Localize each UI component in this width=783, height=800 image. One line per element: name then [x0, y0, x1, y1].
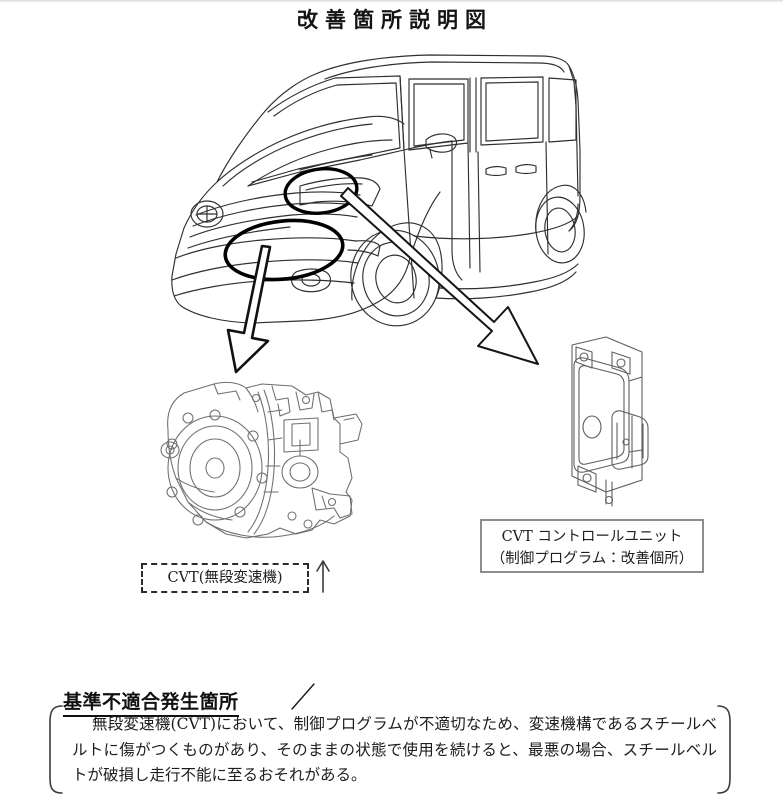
defect-description-block: 無段変速機(CVT)において、制御プログラムが不適切なため、変速機構であるスチー… [44, 710, 744, 794]
arrow-cvt-label-pointer [316, 560, 330, 593]
arrow-to-control-unit [340, 187, 539, 365]
arrow-to-cvt [226, 244, 272, 374]
defect-description-text: 無段変速機(CVT)において、制御プログラムが不適切なため、変速機構であるスチー… [72, 715, 717, 784]
heading-slash-mark [291, 683, 315, 710]
cvt-transmission-drawing [160, 381, 363, 539]
control-unit-label-box: CVT コントロールユニット （制御プログラム：改善個所） [480, 519, 704, 573]
page-title: 改善箇所説明図 [297, 7, 493, 32]
control-unit-label-line1: CVT コントロールユニット [501, 529, 683, 545]
upper-ellipse-headlight-area [283, 167, 359, 215]
cvt-control-unit-drawing [571, 336, 649, 507]
page-top-edge [0, 0, 783, 3]
vehicle-drawing [171, 54, 587, 327]
lower-ellipse-bumper-area [223, 218, 345, 282]
defect-heading: 基準不適合発生箇所 [63, 687, 239, 717]
control-unit-label-line2: （制御プログラム：改善個所） [490, 551, 694, 567]
cvt-label-box: CVT(無段変速機) [141, 563, 309, 593]
